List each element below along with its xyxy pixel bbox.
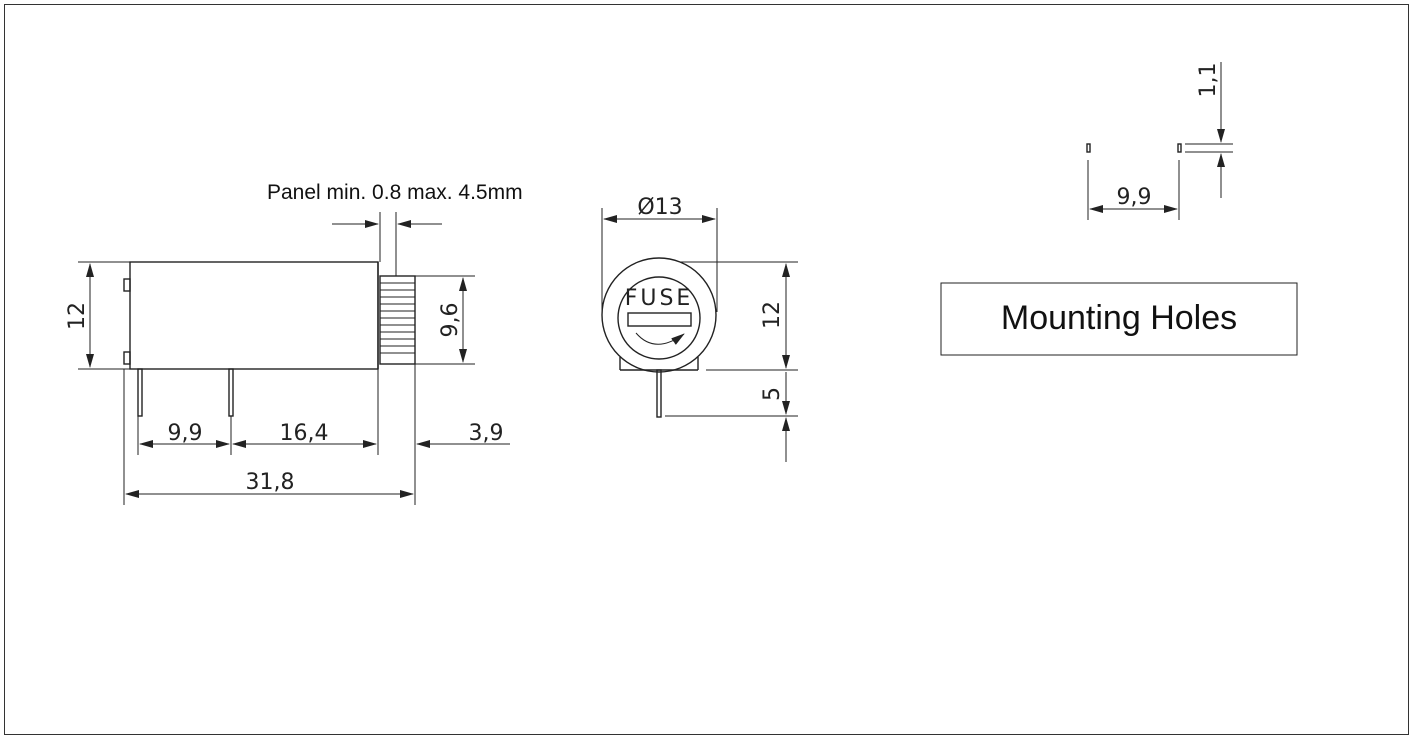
body-tab-top bbox=[123, 278, 131, 292]
panel-note: Panel min. 0.8 max. 4.5mm bbox=[267, 181, 523, 204]
dim-front-height: 12 bbox=[760, 301, 785, 329]
hole-left bbox=[1086, 143, 1091, 153]
dim-pin-spacing: 16,4 bbox=[280, 421, 329, 446]
drawing-frame bbox=[4, 4, 1409, 735]
fuse-holder-body bbox=[129, 261, 379, 370]
mounting-holes-label: Mounting Holes bbox=[1001, 299, 1237, 337]
mounting-holes-box bbox=[940, 282, 1298, 356]
dim-hole-spacing: 9,9 bbox=[1117, 185, 1152, 210]
pin-right bbox=[228, 368, 234, 417]
dim-overall-length: 31,8 bbox=[246, 470, 295, 495]
dim-diameter: Ø13 bbox=[637, 195, 682, 220]
body-tab-bottom bbox=[123, 351, 131, 365]
pin-left bbox=[137, 368, 143, 417]
dim-cap-length: 3,9 bbox=[469, 421, 504, 446]
cap-inner-circle bbox=[617, 276, 701, 360]
screwdriver-slot bbox=[627, 312, 692, 327]
hole-right bbox=[1177, 143, 1182, 153]
front-view: FUSE Ø13 12 5 bbox=[601, 195, 798, 462]
dim-side-height: 12 bbox=[65, 302, 90, 330]
knurled-cap bbox=[379, 275, 416, 365]
mounting-holes-view: 9,9 1,1 Mounting Holes bbox=[940, 62, 1298, 356]
dim-hole-size: 1,1 bbox=[1196, 63, 1221, 98]
front-pin bbox=[656, 369, 662, 418]
dim-pin-length: 5 bbox=[760, 387, 785, 401]
dim-pin-offset: 9,9 bbox=[168, 421, 203, 446]
fuse-label: FUSE bbox=[625, 286, 694, 311]
side-view: 12 9,6 Panel min. 0.8 max. 4.5mm 9,9 16,… bbox=[65, 181, 523, 505]
dim-cap-height: 9,6 bbox=[438, 303, 463, 338]
cap-outer-circle bbox=[601, 257, 717, 373]
